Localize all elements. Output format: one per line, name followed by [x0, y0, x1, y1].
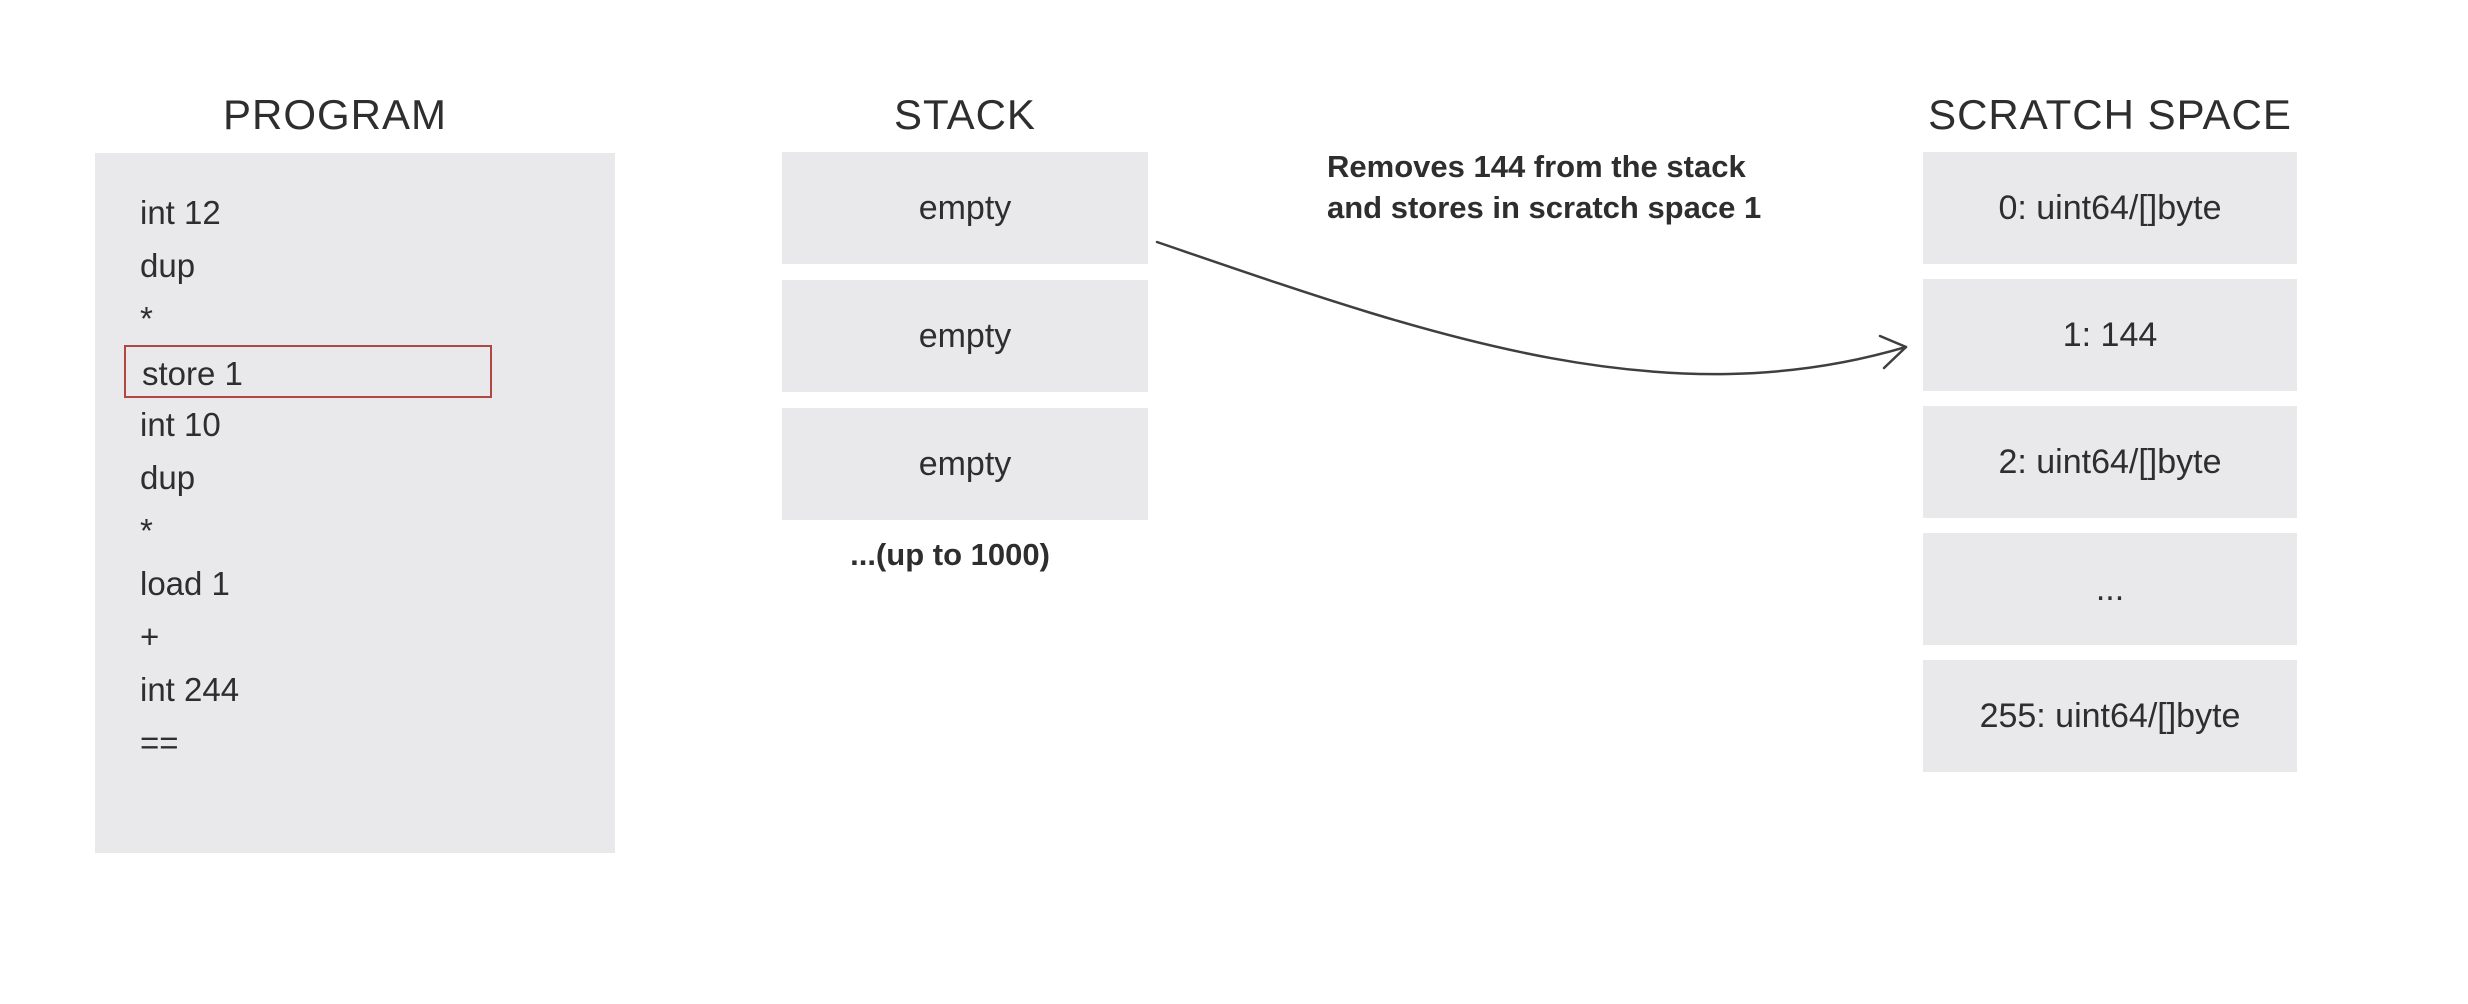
program-panel: int 12 dup * store 1 int 10 dup * load 1…	[95, 153, 615, 853]
annotation-line-2: and stores in scratch space 1	[1327, 190, 1762, 225]
scratch-space-column: 0: uint64/[]byte 1: 144 2: uint64/[]byte…	[1923, 152, 2297, 787]
stack-capacity-caption: ...(up to 1000)	[850, 537, 1050, 572]
program-line: *	[140, 512, 153, 549]
scratch-space-title: SCRATCH SPACE	[1928, 91, 2292, 138]
scratch-slot: ...	[1923, 533, 2297, 645]
stack-slot: empty	[782, 152, 1148, 264]
program-line: dup	[140, 459, 196, 496]
program-line: +	[140, 618, 160, 655]
scratch-slot: 1: 144	[1923, 279, 2297, 391]
program-line: *	[140, 300, 153, 337]
program-line: int 244	[140, 671, 240, 708]
program-line: ==	[140, 724, 179, 761]
scratch-slot: 2: uint64/[]byte	[1923, 406, 2297, 518]
program-line: int 12	[140, 194, 221, 231]
annotation-text: Removes 144 from the stack and stores in…	[1327, 146, 1761, 228]
scratch-slot: 0: uint64/[]byte	[1923, 152, 2297, 264]
program-line: int 10	[140, 406, 221, 443]
transfer-arrow-path	[1155, 240, 1908, 376]
program-line-highlighted: store 1	[124, 345, 492, 398]
transfer-arrow	[1155, 240, 1908, 376]
program-line: dup	[140, 247, 196, 284]
scratch-slot: 255: uint64/[]byte	[1923, 660, 2297, 772]
program-line: load 1	[140, 565, 230, 602]
stack-title: STACK	[894, 91, 1036, 138]
stack-column: empty empty empty	[782, 152, 1148, 536]
program-title: PROGRAM	[222, 91, 447, 138]
arrowhead-icon	[1878, 334, 1908, 370]
annotation-line-1: Removes 144 from the stack	[1327, 149, 1746, 184]
stack-slot: empty	[782, 280, 1148, 392]
stack-slot: empty	[782, 408, 1148, 520]
